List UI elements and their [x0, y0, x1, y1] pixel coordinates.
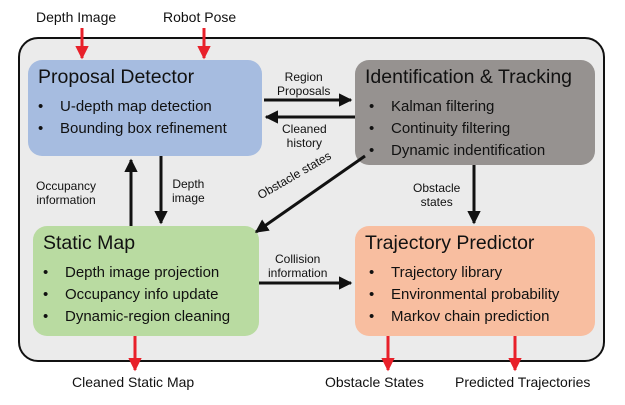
trajectory-predictor-box: Trajectory Predictor Trajectory library … [355, 226, 595, 336]
proposal-detector-list: U-depth map detection Bounding box refin… [38, 96, 227, 140]
proposal-detector-item: U-depth map detection [38, 96, 227, 118]
collision-information-line: information [268, 266, 328, 280]
trajectory-predictor-item: Trajectory library [369, 262, 559, 284]
collision-information-line: Collision [275, 252, 321, 266]
static-map-box: Static Map Depth image projection Occupa… [33, 226, 259, 336]
obstacle-states-edge-line: Obstacle [413, 181, 461, 195]
static-map-list: Depth image projection Occupancy info up… [43, 262, 230, 328]
static-map-item: Depth image projection [43, 262, 230, 284]
cleaned-history-line: Cleaned [282, 122, 327, 136]
input-depth-image-label: Depth Image [36, 9, 117, 25]
obstacle-states-edge-label: Obstacle states [413, 181, 460, 209]
occupancy-information-line: Occupancy [36, 179, 97, 193]
occupancy-information-label: Occupancy information [36, 179, 96, 207]
identification-tracking-title: Identification & Tracking [365, 66, 573, 88]
output-predicted-trajectories-label: Predicted Trajectories [455, 374, 591, 390]
trajectory-predictor-item: Markov chain prediction [369, 306, 559, 328]
region-proposals-line: Region [284, 70, 323, 84]
region-proposals-label: Region Proposals [277, 70, 330, 98]
static-map-title: Static Map [43, 232, 136, 254]
identification-tracking-item: Continuity filtering [369, 118, 545, 140]
trajectory-predictor-title: Trajectory Predictor [365, 232, 535, 254]
output-cleaned-static-map-label: Cleaned Static Map [72, 374, 195, 390]
identification-tracking-item: Kalman filtering [369, 96, 545, 118]
cleaned-history-line: history [286, 136, 323, 150]
cleaned-history-label: Cleaned history [282, 122, 327, 150]
proposal-detector-title: Proposal Detector [38, 66, 195, 88]
static-map-item: Occupancy info update [43, 284, 230, 306]
trajectory-predictor-list: Trajectory library Environmental probabi… [369, 262, 559, 328]
proposal-detector-box: Proposal Detector U-depth map detection … [28, 60, 262, 156]
identification-tracking-list: Kalman filtering Continuity filtering Dy… [369, 96, 545, 162]
identification-tracking-box: Identification & Tracking Kalman filteri… [355, 60, 595, 165]
output-obstacle-states-label: Obstacle States [325, 374, 424, 390]
trajectory-predictor-item: Environmental probability [369, 284, 559, 306]
obstacle-states-edge-line: states [420, 195, 453, 209]
identification-tracking-item: Dynamic indentification [369, 140, 545, 162]
region-proposals-line: Proposals [277, 84, 331, 98]
depth-image-edge-label: Depth image [172, 177, 205, 205]
depth-image-edge-line: image [172, 191, 205, 205]
static-map-item: Dynamic-region cleaning [43, 306, 230, 328]
occupancy-information-line: information [36, 193, 96, 207]
input-robot-pose-label: Robot Pose [163, 9, 237, 25]
collision-information-label: Collision information [268, 252, 327, 280]
depth-image-edge-line: Depth [172, 177, 205, 191]
proposal-detector-item: Bounding box refinement [38, 118, 227, 140]
